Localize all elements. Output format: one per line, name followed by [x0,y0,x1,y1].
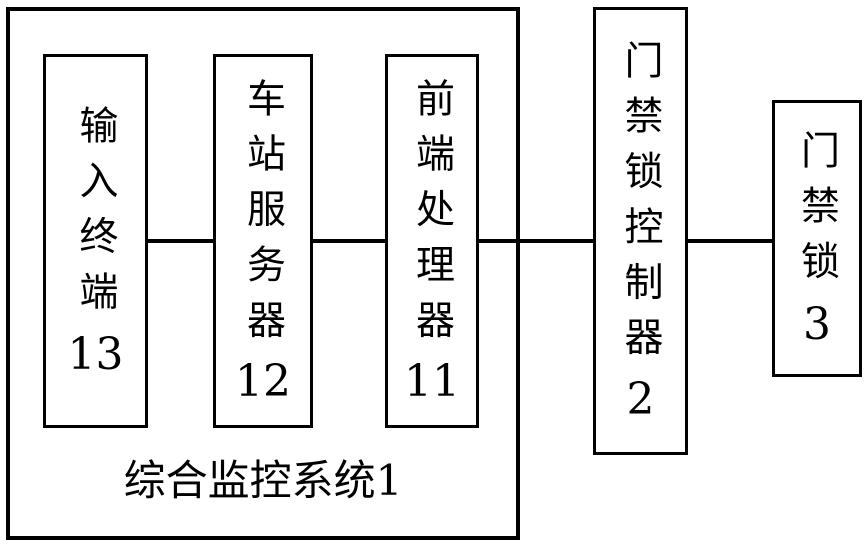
node-label: 门禁锁控制器 [618,39,663,373]
system-label: 综合监控系统1 [123,456,403,505]
connector-line-server-processor [311,239,387,243]
node-front-end-processor: 前端处理器 11 [385,54,479,428]
node-input-terminal: 输入终端 13 [43,54,148,428]
node-label: 门禁锁 [794,130,840,297]
node-number: 11 [404,356,460,408]
node-number: 13 [67,328,124,380]
node-label: 输入终端 [73,105,118,327]
node-door-lock: 门禁锁 3 [772,100,862,377]
node-number: 3 [803,298,831,350]
connector-line-terminal-server [146,239,215,243]
node-number: 12 [235,356,291,408]
node-lock-controller: 门禁锁控制器 2 [593,7,688,455]
node-label: 前端处理器 [409,77,455,355]
connector-line-processor-controller [477,239,595,243]
node-label: 车站服务器 [240,77,286,355]
node-station-server: 车站服务器 12 [213,54,313,428]
node-number: 2 [626,374,655,426]
connector-line-controller-lock [686,239,774,243]
